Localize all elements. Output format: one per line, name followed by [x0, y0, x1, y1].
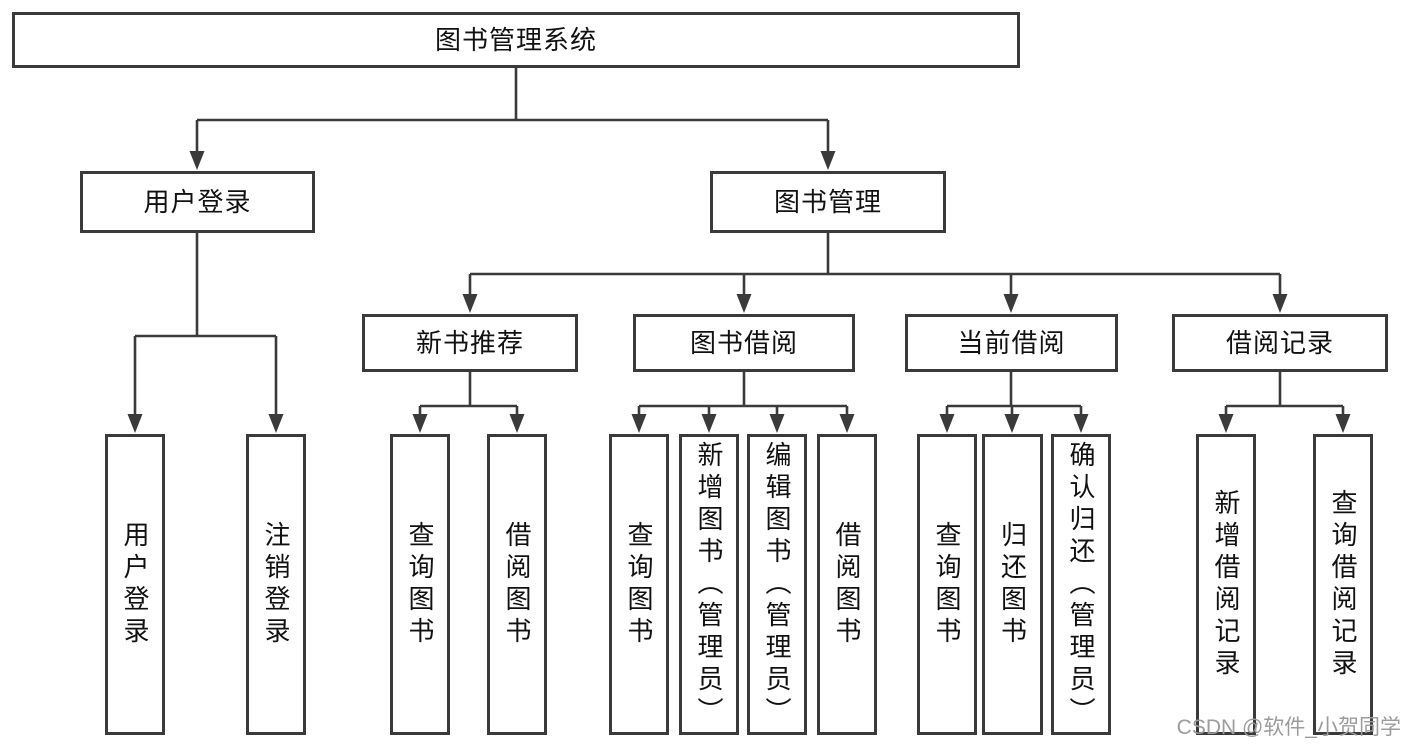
- node-label: 用户登录: [120, 520, 150, 649]
- arrowhead-icon: [939, 414, 955, 433]
- node-book-borrowing: 图书借阅: [633, 314, 855, 372]
- connector-current-borrowing-children: [939, 372, 1089, 433]
- leaf-add-books-admin: 新增图书（管理员）: [679, 434, 739, 735]
- node-label: 新增借阅记录: [1211, 488, 1241, 681]
- node-label: 注销登录: [261, 520, 291, 649]
- node-label: 借阅记录: [1225, 328, 1334, 358]
- node-user-login: 用户登录: [80, 171, 315, 233]
- node-label: 查询图书: [405, 520, 435, 649]
- connector-book-borrowing-children: [631, 372, 855, 433]
- node-label: 查询图书: [624, 520, 654, 649]
- arrowhead-icon: [1003, 294, 1019, 313]
- node-book-management: 图书管理: [710, 171, 946, 233]
- leaf-borrow-books-borrowing: 借阅图书: [817, 434, 877, 735]
- arrowhead-icon: [462, 294, 478, 313]
- node-root-library-system: 图书管理系统: [12, 12, 1020, 68]
- arrowhead-icon: [1004, 414, 1020, 433]
- leaf-borrow-books-recommend: 借阅图书: [487, 434, 547, 735]
- arrowhead-icon: [1272, 294, 1288, 313]
- arrowhead-icon: [631, 414, 647, 433]
- node-label: 图书借阅: [689, 328, 798, 358]
- leaf-logout: 注销登录: [246, 434, 306, 735]
- arrowhead-icon: [1335, 414, 1351, 433]
- arrowhead-icon: [412, 414, 428, 433]
- arrowhead-icon: [839, 414, 855, 433]
- connector-user-login-children: [127, 233, 284, 433]
- arrowhead-icon: [820, 151, 836, 170]
- leaf-query-books-current: 查询图书: [917, 434, 977, 735]
- node-label: 用户登录: [143, 187, 252, 217]
- node-label: 查询借阅记录: [1328, 488, 1358, 681]
- node-label: 新增图书（管理员）: [694, 440, 724, 729]
- leaf-return-books: 归还图书: [982, 434, 1043, 735]
- leaf-query-books-borrowing: 查询图书: [609, 434, 669, 735]
- arrowhead-icon: [736, 294, 752, 313]
- connector-new-book-children: [412, 372, 525, 433]
- connector-root-to-level2: [189, 68, 836, 170]
- node-new-book-recommendation: 新书推荐: [362, 314, 578, 372]
- node-label: 当前借阅: [957, 328, 1066, 358]
- leaf-query-borrow-record: 查询借阅记录: [1313, 434, 1373, 735]
- arrowhead-icon: [509, 414, 525, 433]
- csdn-watermark: CSDN @软件_小贺同学: [1176, 716, 1401, 739]
- node-label: 借阅图书: [832, 520, 862, 649]
- node-label: 编辑图书（管理员）: [762, 440, 792, 729]
- leaf-edit-books-admin: 编辑图书（管理员）: [747, 434, 807, 735]
- arrowhead-icon: [189, 151, 205, 170]
- node-label: 图书管理系统: [434, 25, 597, 55]
- leaf-query-books-recommend: 查询图书: [390, 434, 450, 735]
- arrowhead-icon: [268, 414, 284, 433]
- leaf-user-login: 用户登录: [105, 434, 165, 735]
- arrowhead-icon: [769, 414, 785, 433]
- node-label: 归还图书: [997, 520, 1028, 649]
- connector-borrowing-records-children: [1218, 372, 1351, 433]
- node-current-borrowing: 当前借阅: [905, 314, 1118, 372]
- connector-book-mgmt-children: [462, 233, 1288, 313]
- node-borrowing-records: 借阅记录: [1172, 314, 1388, 372]
- node-label: 借阅图书: [502, 520, 532, 649]
- arrowhead-icon: [701, 414, 717, 433]
- node-label: 图书管理: [773, 187, 882, 217]
- node-label: 新书推荐: [415, 328, 524, 358]
- arrowhead-icon: [1218, 414, 1234, 433]
- node-label: 确认归还（管理员）: [1066, 440, 1096, 729]
- node-label: 查询图书: [932, 520, 962, 649]
- arrowhead-icon: [127, 414, 143, 433]
- leaf-add-borrow-record: 新增借阅记录: [1196, 434, 1256, 735]
- arrowhead-icon: [1073, 414, 1089, 433]
- leaf-confirm-return-admin: 确认归还（管理员）: [1051, 434, 1111, 735]
